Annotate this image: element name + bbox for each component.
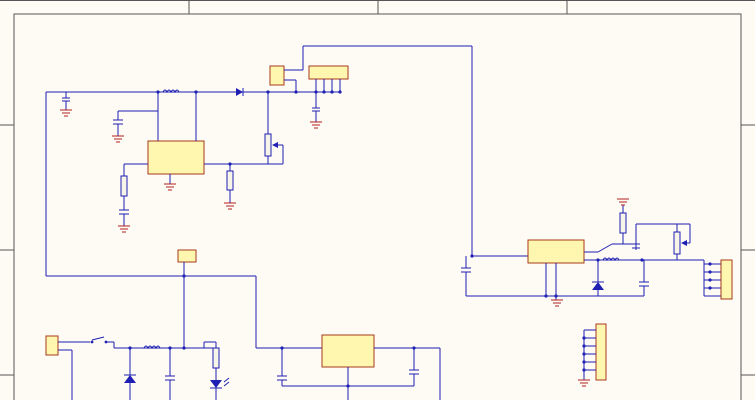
boost-controller-ic	[147, 140, 205, 175]
capacitor-icon	[639, 281, 649, 287]
resistor-icon	[226, 170, 234, 191]
ground-symbol-icon	[164, 183, 176, 191]
ground-symbol-icon	[551, 299, 563, 307]
diode-icon	[236, 88, 244, 96]
test-point-connector	[177, 249, 197, 263]
capacitor-icon	[119, 209, 129, 215]
led-icon	[210, 377, 230, 389]
ldo-regulator-ic	[321, 334, 375, 368]
output-header-j3	[720, 259, 733, 300]
resistor-icon	[212, 347, 220, 369]
inductor-icon	[602, 257, 620, 262]
side-header-block	[578, 323, 607, 387]
inductor-icon	[162, 89, 180, 94]
resistor-icon	[120, 175, 128, 197]
switch-icon	[90, 336, 108, 344]
capacitor-icon	[409, 369, 419, 375]
capacitor-icon	[312, 107, 320, 112]
regulator-block	[461, 46, 733, 307]
diode-icon	[592, 281, 604, 290]
filter-capacitor-icon	[113, 111, 123, 136]
capacitor-icon	[165, 375, 175, 381]
ground-symbol-icon	[310, 121, 322, 129]
capacitor-icon	[277, 375, 287, 381]
regulator-ic	[527, 239, 585, 264]
diode-icon	[124, 374, 136, 383]
capacitor-icon	[461, 267, 471, 273]
ground-symbol-icon	[60, 109, 72, 117]
ground-symbol-icon	[578, 379, 590, 387]
connector-header-icon	[595, 323, 607, 381]
input-connector-j2	[45, 335, 59, 356]
input-ldo-block	[45, 249, 441, 400]
input-capacitor-icon	[62, 92, 70, 110]
inductor-icon	[143, 345, 161, 350]
ground-symbol-icon	[112, 135, 124, 143]
pin-header-block	[308, 65, 349, 80]
boost-converter-block	[45, 45, 472, 277]
ground-symbol-icon	[118, 225, 130, 233]
output-connector-j1	[269, 65, 285, 86]
potentiometer-icon	[673, 224, 691, 255]
resistor-icon	[619, 212, 627, 234]
ground-symbol-icon	[224, 202, 236, 210]
ground-symbol-icon	[617, 198, 629, 206]
